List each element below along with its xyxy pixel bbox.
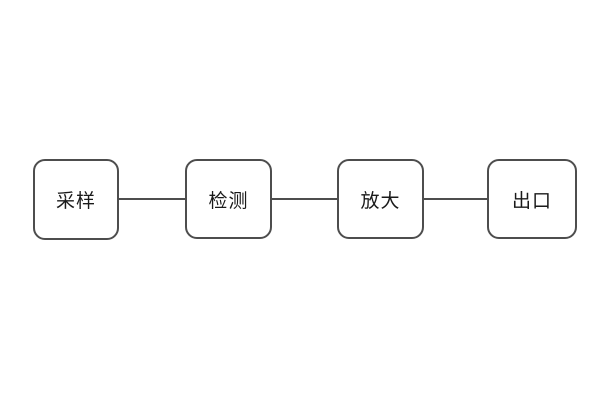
flow-node-detection: 检测 [185, 159, 272, 239]
flow-node-outlet: 出口 [487, 159, 577, 239]
flow-node-sampling: 采样 [33, 159, 119, 240]
node-label: 检测 [208, 190, 249, 212]
node-label: 采样 [55, 191, 96, 212]
node-label: 放大 [360, 190, 401, 212]
node-label: 出口 [511, 190, 552, 212]
connector-amplification-outlet [424, 198, 487, 200]
flow-node-amplification: 放大 [337, 159, 424, 239]
connector-detection-amplification [272, 198, 337, 200]
connector-sampling-detection [119, 198, 185, 200]
